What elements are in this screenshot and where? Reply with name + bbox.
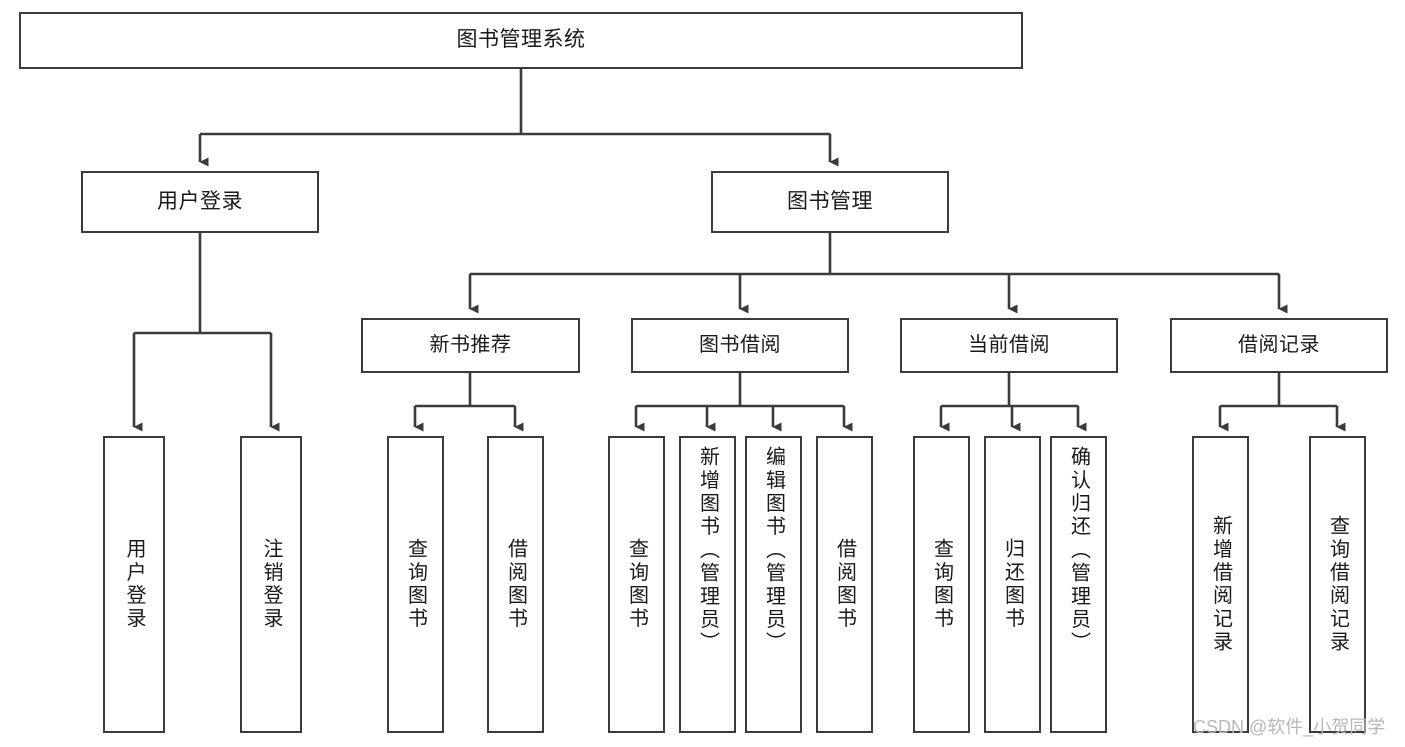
node-leaf-return-book-label: 归还图书	[1001, 538, 1024, 631]
node-new-book-rec[interactable]: 新书推荐	[361, 318, 580, 373]
leaf-inner: 借阅图书	[489, 438, 542, 731]
node-leaf-query-book-2[interactable]: 查询图书	[608, 436, 665, 733]
node-leaf-borrow-book-1-label: 借阅图书	[504, 538, 527, 631]
node-user-login-label: 用户登录	[157, 189, 243, 213]
node-book-manage-label: 图书管理	[787, 189, 873, 213]
node-leaf-return-book[interactable]: 归还图书	[984, 436, 1041, 733]
node-root-system-label: 图书管理系统	[456, 28, 586, 52]
node-leaf-query-record-label: 查询借阅记录	[1326, 514, 1349, 655]
node-book-borrow-label: 图书借阅	[699, 333, 781, 356]
node-book-manage[interactable]: 图书管理	[711, 171, 949, 233]
node-borrow-record-label: 借阅记录	[1238, 333, 1320, 356]
leaf-inner: 查询图书	[389, 438, 442, 731]
node-new-book-rec-label: 新书推荐	[429, 333, 512, 356]
node-leaf-borrow-book-2[interactable]: 借阅图书	[816, 436, 873, 733]
leaf-inner: 查询图书	[610, 438, 663, 731]
node-leaf-user-login[interactable]: 用户登录	[103, 436, 165, 733]
node-leaf-add-record[interactable]: 新增借阅记录	[1192, 436, 1249, 733]
node-leaf-borrow-book-1[interactable]: 借阅图书	[487, 436, 544, 733]
node-leaf-add-book-label: 新增图书（管理员）	[696, 446, 719, 655]
node-leaf-confirm-return[interactable]: 确认归还（管理员）	[1050, 436, 1107, 733]
node-leaf-edit-book-label: 编辑图书（管理员）	[762, 446, 785, 655]
node-leaf-user-login-label: 用户登录	[123, 538, 145, 631]
leaf-inner: 查询图书	[915, 438, 968, 731]
node-borrow-record[interactable]: 借阅记录	[1170, 318, 1388, 373]
leaf-inner: 查询借阅记录	[1311, 438, 1364, 731]
node-leaf-logout-label: 注销登录	[260, 538, 282, 631]
node-root-system[interactable]: 图书管理系统	[19, 12, 1023, 69]
node-current-borrow-label: 当前借阅	[968, 333, 1050, 356]
node-leaf-borrow-book-2-label: 借阅图书	[833, 538, 856, 631]
leaf-inner: 编辑图书（管理员）	[747, 438, 800, 739]
node-leaf-query-book-2-label: 查询图书	[625, 538, 648, 631]
node-leaf-confirm-return-label: 确认归还（管理员）	[1067, 446, 1090, 655]
node-leaf-query-book-3[interactable]: 查询图书	[913, 436, 970, 733]
node-leaf-edit-book[interactable]: 编辑图书（管理员）	[745, 436, 802, 733]
node-book-borrow[interactable]: 图书借阅	[631, 318, 849, 373]
leaf-inner: 新增借阅记录	[1194, 438, 1247, 731]
node-leaf-query-record[interactable]: 查询借阅记录	[1309, 436, 1366, 733]
leaf-inner: 借阅图书	[818, 438, 871, 731]
node-leaf-query-book-3-label: 查询图书	[930, 538, 953, 631]
node-current-borrow[interactable]: 当前借阅	[900, 318, 1118, 373]
leaf-inner: 用户登录	[105, 438, 163, 731]
node-leaf-add-book[interactable]: 新增图书（管理员）	[679, 436, 736, 733]
node-leaf-query-book-1-label: 查询图书	[404, 538, 427, 631]
node-leaf-logout[interactable]: 注销登录	[240, 436, 302, 733]
watermark-text: CSDN @软件_小贺同学	[1193, 717, 1386, 737]
node-leaf-add-record-label: 新增借阅记录	[1209, 514, 1232, 655]
leaf-inner: 确认归还（管理员）	[1052, 438, 1105, 739]
leaf-inner: 归还图书	[986, 438, 1039, 731]
node-user-login[interactable]: 用户登录	[81, 171, 319, 233]
leaf-inner: 注销登录	[242, 438, 300, 731]
node-leaf-query-book-1[interactable]: 查询图书	[387, 436, 444, 733]
leaf-inner: 新增图书（管理员）	[681, 438, 734, 739]
